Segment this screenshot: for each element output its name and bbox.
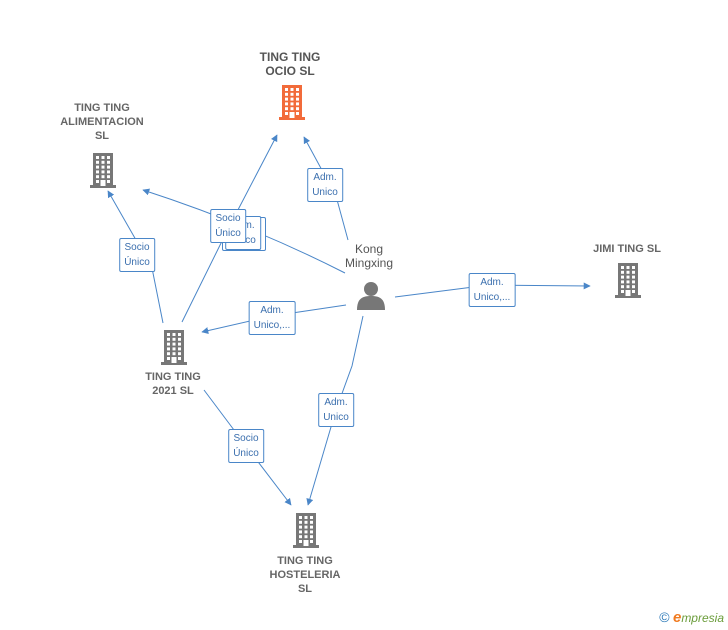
edge-label-kong-host[interactable]: Adm. Unico — [318, 393, 354, 427]
building-icon-t2021[interactable] — [161, 330, 187, 365]
node-label-kong[interactable]: Kong Mingxing — [344, 242, 394, 270]
edge-kong-host — [306, 315, 364, 506]
edge-label-kong-ocio[interactable]: Adm. Unico — [307, 168, 343, 202]
building-icon-jimi[interactable] — [615, 263, 641, 298]
brand-initial: e — [672, 609, 682, 626]
copyright-icon: © — [659, 609, 670, 625]
edge-label-t2021-ocio[interactable]: Socio Único — [210, 209, 246, 243]
person-icon-kong[interactable] — [357, 282, 385, 310]
node-label-alim[interactable]: TING TING ALIMENTACION SL — [60, 102, 144, 142]
edge-label-kong-t2021[interactable]: Adm. Unico,... — [248, 301, 296, 335]
node-label-ocio[interactable]: TING TING OCIO SL — [259, 50, 321, 78]
node-label-jimi[interactable]: JIMI TING SL — [593, 243, 661, 255]
edge-label-kong-jimi[interactable]: Adm. Unico,... — [468, 273, 516, 307]
brand-logo: © empresia — [659, 609, 724, 626]
building-icon-ocio[interactable] — [279, 85, 305, 120]
edge-label-t2021-alim[interactable]: Socio Único — [119, 238, 155, 272]
node-label-t2021[interactable]: TING TING 2021 SL — [145, 371, 201, 397]
brand-name: mpresia — [681, 611, 724, 625]
building-icon-host[interactable] — [293, 513, 319, 548]
edges-layer — [107, 134, 591, 506]
icons-layer — [90, 85, 641, 548]
edge-label-t2021-host[interactable]: Socio Único — [228, 429, 264, 463]
building-icon-alim[interactable] — [90, 153, 116, 188]
node-label-host[interactable]: TING TING HOSTELERIA SL — [269, 555, 341, 595]
